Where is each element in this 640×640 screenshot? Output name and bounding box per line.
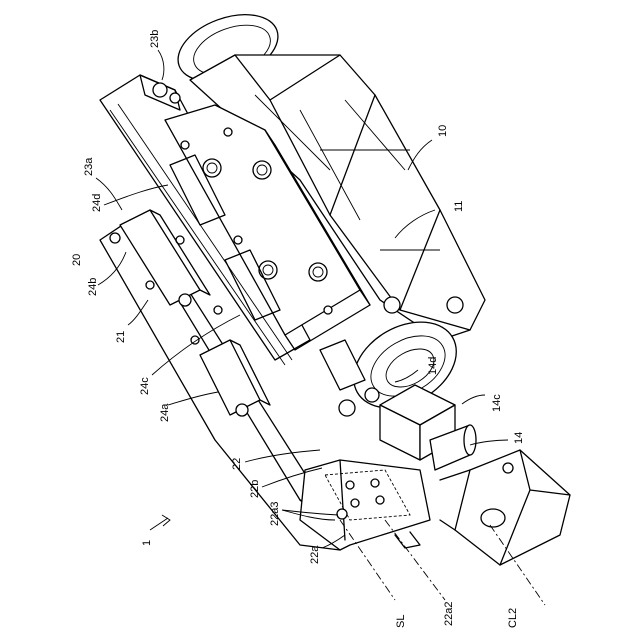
- label-11: 11: [453, 201, 465, 212]
- label-23a: 23a: [83, 157, 95, 176]
- label-21: 21: [115, 331, 127, 343]
- label-1: 1: [141, 540, 153, 546]
- label-22a3: 22a3: [269, 502, 281, 526]
- label-10: 10: [437, 125, 449, 137]
- label-14c: 14c: [491, 394, 503, 412]
- label-24d: 24d: [91, 194, 103, 212]
- label-14: 14: [513, 432, 525, 444]
- shaft-14: [380, 385, 476, 470]
- label-14d: 14d: [427, 357, 439, 375]
- label-22: 22: [231, 458, 243, 470]
- label-CL2: CL2: [507, 608, 519, 628]
- label-22a: 22a: [309, 545, 321, 564]
- label-24a: 24a: [159, 403, 171, 422]
- label-24c: 24c: [139, 377, 151, 395]
- label-22b: 22b: [249, 480, 261, 498]
- label-20: 20: [71, 254, 83, 266]
- label-22a2: 22a2: [443, 602, 455, 626]
- label-SL: SL: [395, 615, 407, 628]
- label-24b: 24b: [87, 278, 99, 296]
- label-23b: 23b: [149, 30, 161, 48]
- clamp-block: [440, 450, 570, 565]
